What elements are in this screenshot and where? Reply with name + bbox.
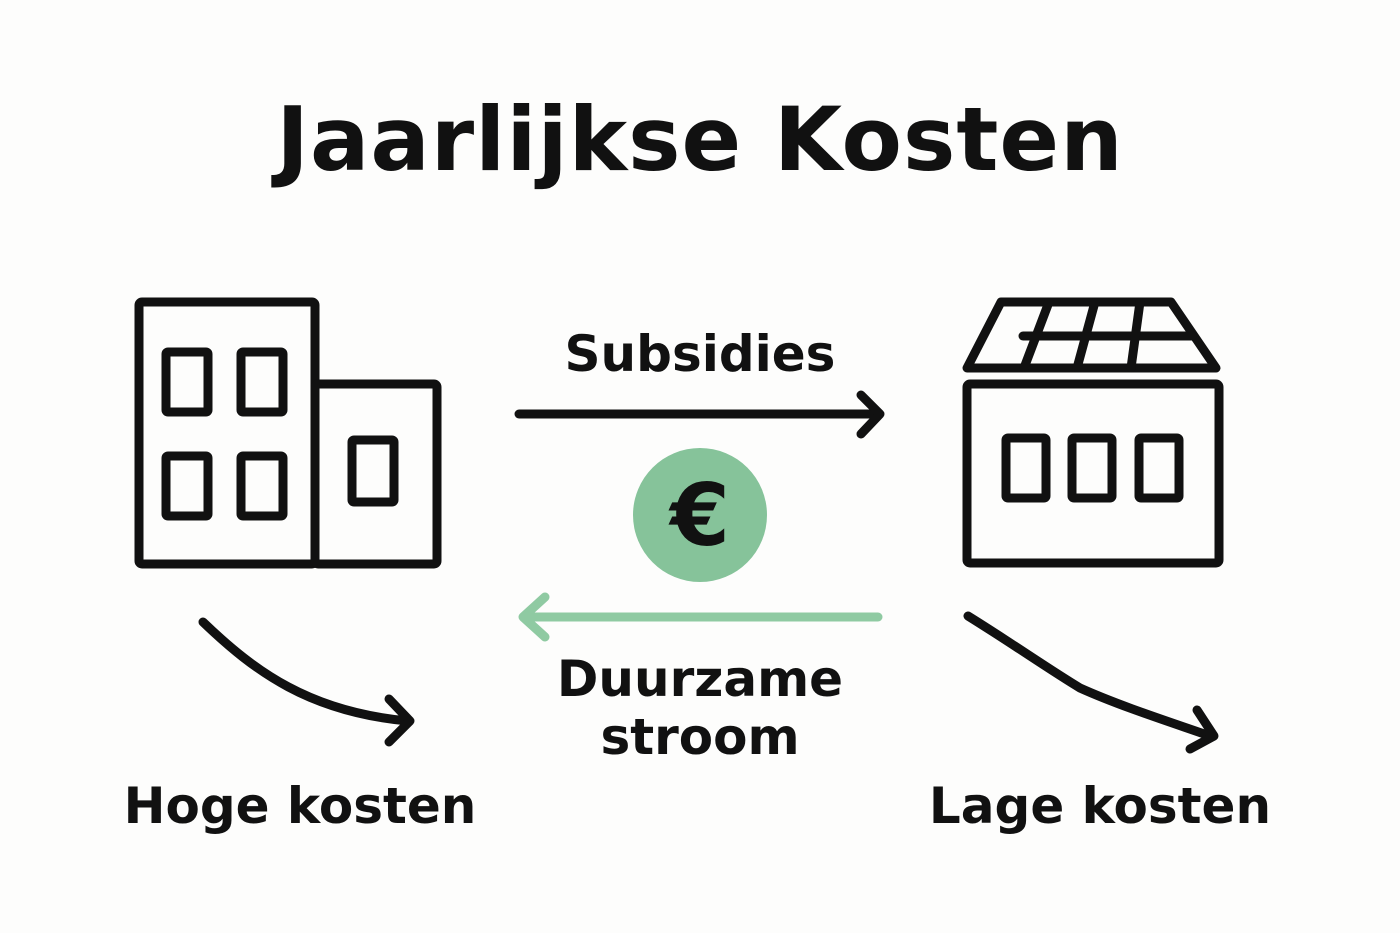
- green-energy-label-line1: Duurzame: [556, 650, 844, 708]
- low-cost-arrow: [963, 611, 1219, 754]
- green-energy-label: Duurzame stroom: [490, 650, 910, 766]
- high-cost-arrow: [198, 617, 415, 747]
- page-title: Jaarlijkse Kosten: [276, 88, 1124, 191]
- green-energy-label-line2: stroom: [600, 708, 800, 766]
- solar-house-icon: [962, 297, 1224, 568]
- subsidies-label: Subsidies: [564, 325, 836, 383]
- green-energy-arrow: [518, 592, 883, 642]
- office-building-icon: [134, 297, 442, 569]
- subsidies-arrow: [514, 390, 885, 439]
- low-cost-label: Lage kosten: [928, 777, 1272, 835]
- high-cost-label: Hoge kosten: [123, 777, 477, 835]
- euro-symbol: €: [668, 466, 730, 566]
- euro-coin-icon: €: [633, 448, 767, 582]
